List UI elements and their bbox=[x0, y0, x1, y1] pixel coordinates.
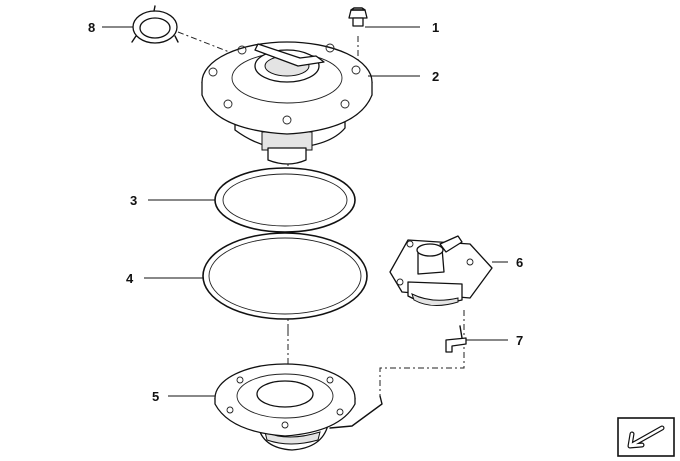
retaining-ring-part bbox=[131, 5, 179, 44]
mounting-plate-part bbox=[214, 363, 383, 451]
diagonal-arrow-icon bbox=[617, 417, 675, 457]
bolt-part bbox=[348, 7, 368, 27]
callout-1: 1 bbox=[432, 20, 439, 35]
callout-3: 3 bbox=[130, 193, 137, 208]
pump-housing-flange-part bbox=[201, 41, 373, 165]
callout-5: 5 bbox=[152, 389, 159, 404]
callout-2: 2 bbox=[432, 69, 439, 84]
callout-6: 6 bbox=[516, 255, 523, 270]
harness-route bbox=[379, 310, 465, 396]
level-sensor-part bbox=[389, 235, 493, 306]
callout-7: 7 bbox=[516, 333, 523, 348]
callout-4: 4 bbox=[126, 271, 134, 286]
terminal-clip-part bbox=[445, 325, 467, 353]
gasket-ring-part bbox=[202, 232, 368, 320]
o-ring-part bbox=[214, 167, 356, 233]
callout-8: 8 bbox=[88, 20, 95, 35]
